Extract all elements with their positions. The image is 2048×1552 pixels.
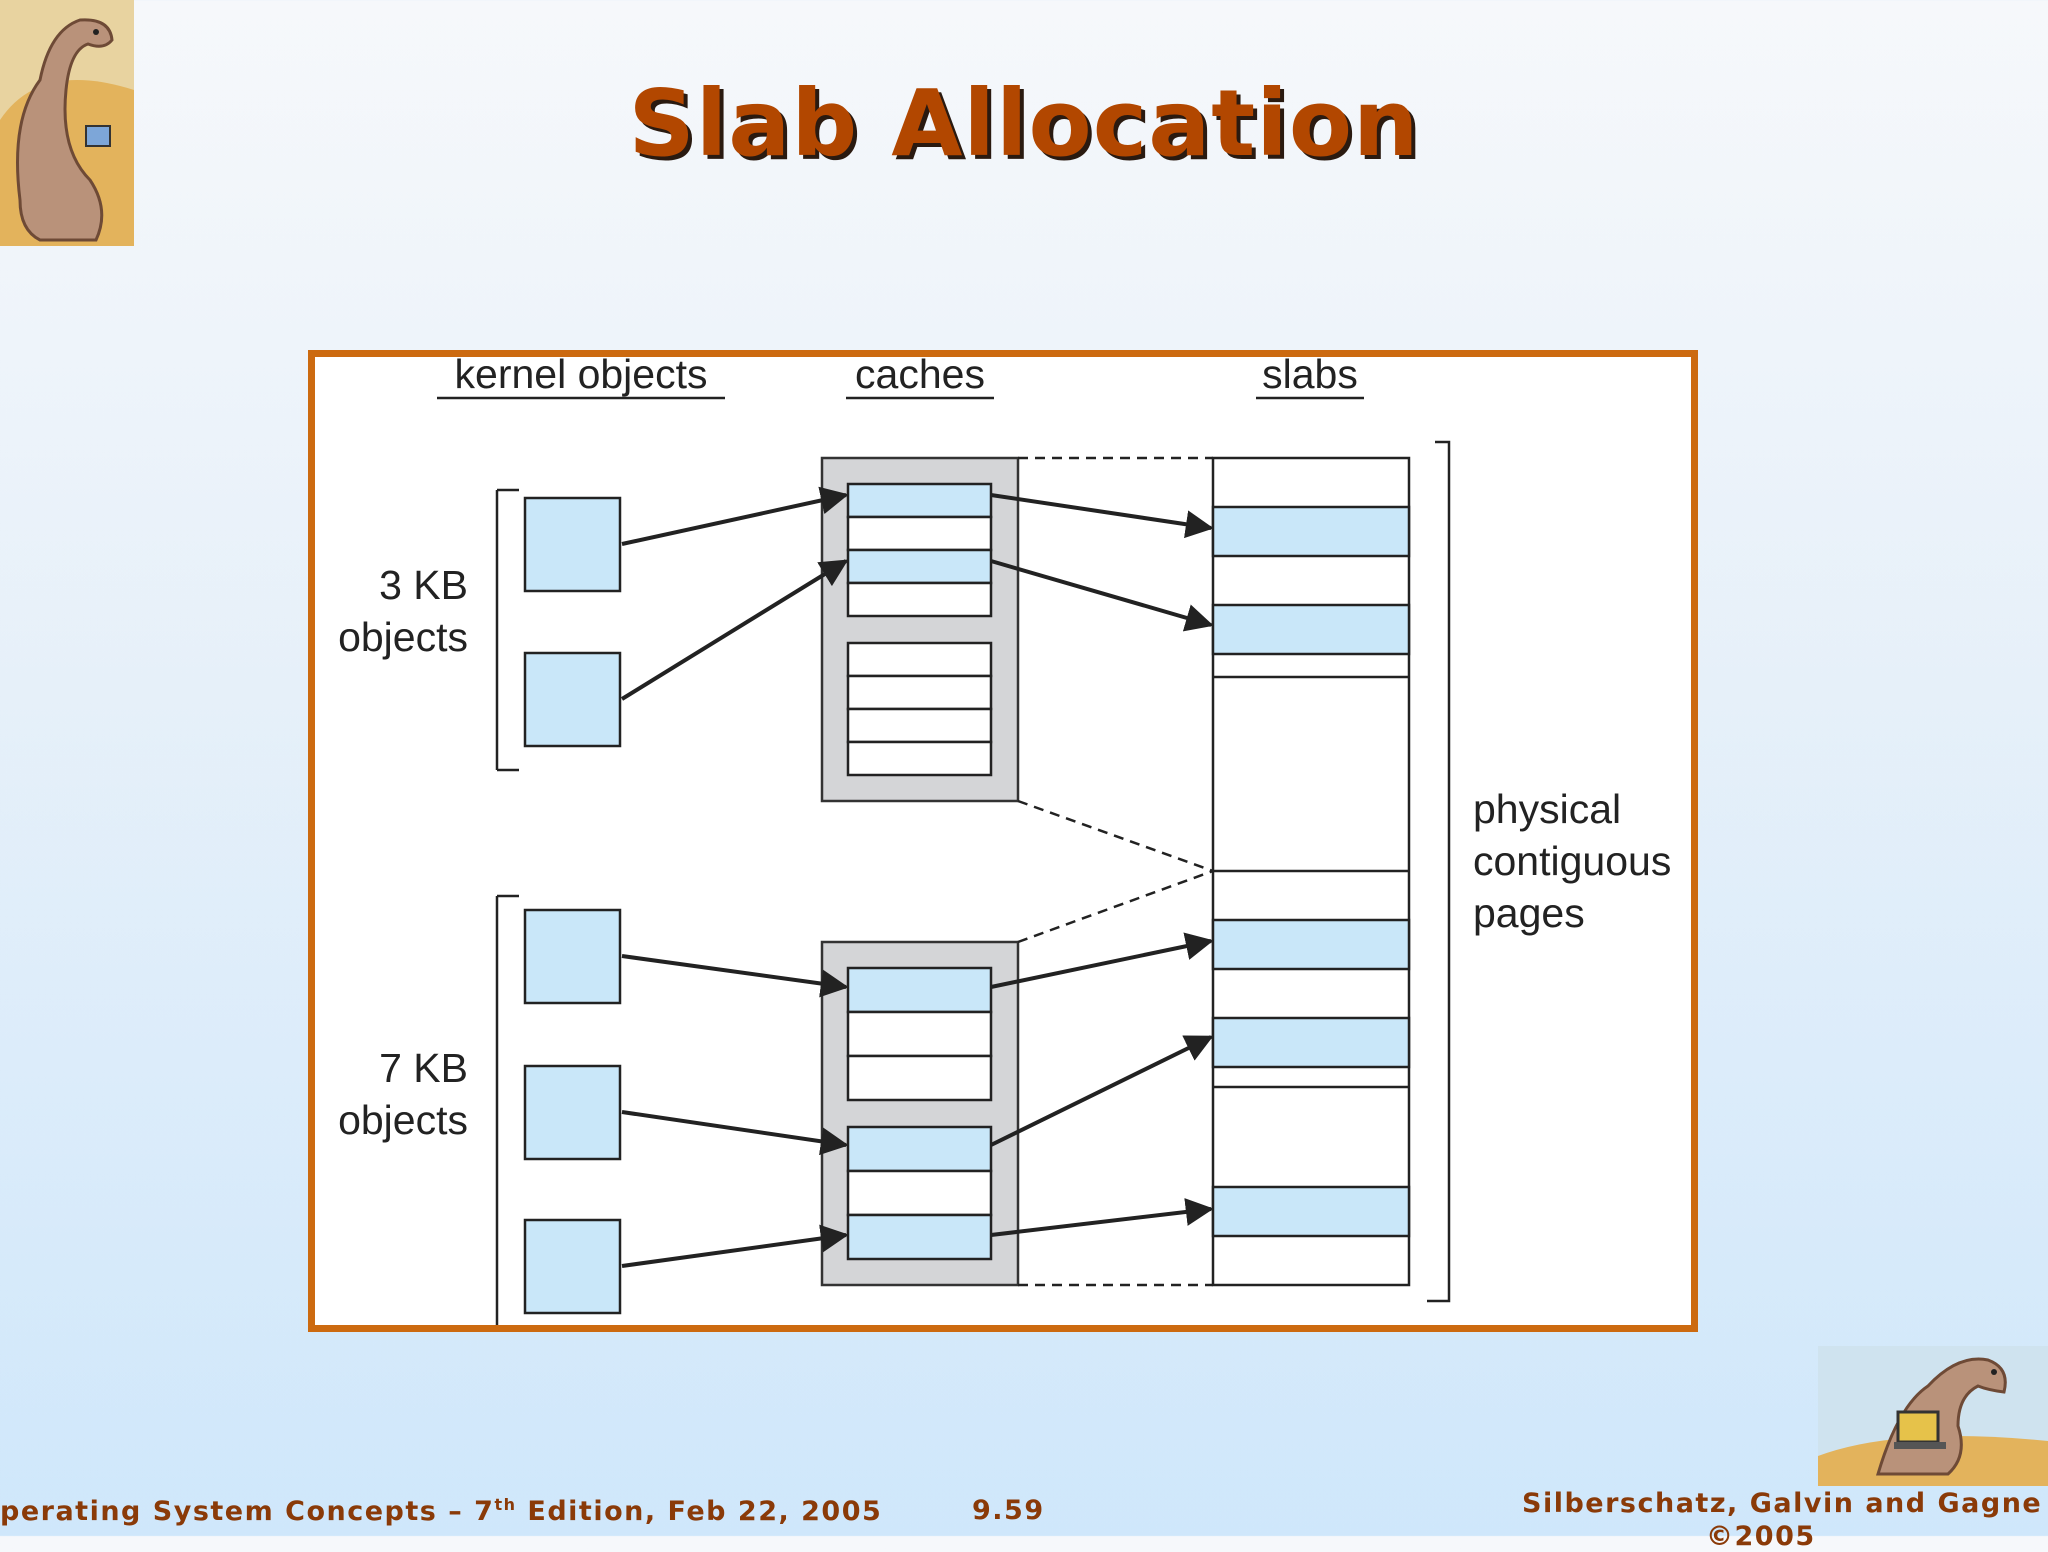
slab-page-used	[1211, 1185, 1411, 1238]
arrow	[620, 559, 849, 701]
arrow	[990, 932, 1214, 989]
cache-slot	[846, 674, 993, 711]
header-caches: caches	[855, 357, 985, 397]
group-7kb-objects-label: objects	[338, 1097, 468, 1143]
cache-slot	[846, 581, 993, 618]
dinosaur-mascot-top-left	[0, 0, 134, 246]
arrow	[621, 486, 849, 546]
cache-slot	[846, 1010, 993, 1058]
group-3kb-objects-label: objects	[338, 614, 468, 660]
footer-authors: Silberschatz, Galvin and Gagne	[1522, 1488, 2043, 1519]
footer-copyright: ©2005	[1706, 1521, 1816, 1552]
footer-page-number: 9.59	[972, 1495, 1045, 1526]
arrow	[990, 559, 1214, 632]
cache-slot-used	[846, 548, 993, 585]
arrow	[990, 1035, 1214, 1147]
pages-label-line: pages	[1473, 890, 1585, 936]
cache-slot	[846, 707, 993, 744]
cache-to-slab-dashed-lines	[1017, 456, 1214, 1287]
arrow	[621, 1224, 849, 1268]
cache-slot-used	[846, 1213, 993, 1261]
group-7kb-size-label: 7 KB	[379, 1045, 468, 1091]
pages-bracket	[1427, 440, 1451, 1303]
cache-slot	[846, 1169, 993, 1217]
kernel-object	[523, 1064, 622, 1161]
slab-page-used	[1211, 603, 1411, 656]
slab-allocation-diagram: kernel objects caches slabs 3 KB objects…	[308, 350, 1698, 1332]
slab-page-used	[1211, 1016, 1411, 1069]
cache-slot-used	[846, 966, 993, 1014]
pages-label-line: physical	[1473, 786, 1621, 832]
group-3kb-size-label: 3 KB	[379, 562, 468, 608]
kernel-object	[523, 1218, 622, 1315]
cache-slot	[846, 1054, 993, 1102]
cache-slot	[846, 641, 993, 678]
header-kernel-objects: kernel objects	[455, 357, 708, 397]
cache-slot	[846, 740, 993, 777]
header-slabs: slabs	[1262, 357, 1358, 397]
arrow	[621, 1110, 849, 1156]
kernel-object	[523, 496, 622, 593]
slab-page-used	[1211, 505, 1411, 558]
arrow	[990, 1198, 1214, 1237]
footer-book-title: perating System Concepts – 7th Edition, …	[0, 1495, 883, 1527]
cache-slot-used	[846, 482, 993, 519]
slab-page-used	[1211, 918, 1411, 971]
dinosaur-laptop-mascot-bottom-right	[1818, 1346, 2048, 1486]
cache-slot	[846, 515, 993, 552]
slide-title: Slab Allocation	[628, 70, 1420, 177]
cache-slot-used	[846, 1125, 993, 1173]
arrow	[621, 954, 849, 998]
pages-label-line: contiguous	[1473, 838, 1671, 884]
arrow	[990, 493, 1214, 539]
kernel-object	[523, 651, 622, 748]
kernel-object	[523, 908, 622, 1005]
